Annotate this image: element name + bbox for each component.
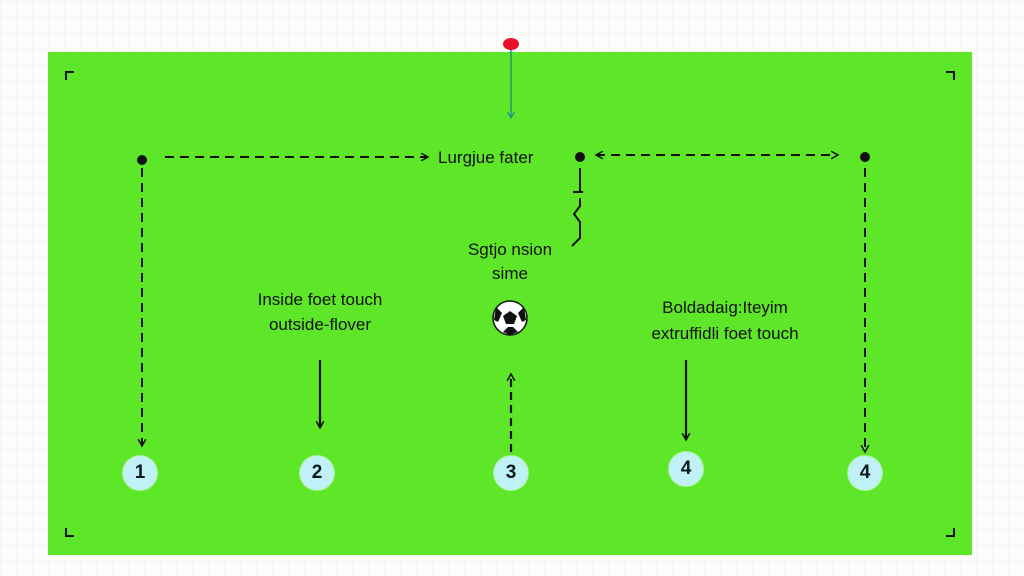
top-marker (503, 38, 519, 50)
label-center-2: sime (492, 264, 528, 283)
cone-right (860, 152, 870, 162)
cone-left (137, 155, 147, 165)
label-top: Lurgjue fater (438, 148, 534, 167)
station-badge-1: 1 (123, 456, 157, 490)
label-center-1: Sgtjo nsion (467, 240, 553, 259)
corner-bracket-br (946, 528, 955, 537)
label-left-2: outside-flover (268, 315, 372, 334)
station-badge-4a: 4 (669, 452, 703, 486)
label-left-1: Inside foet touch (257, 290, 383, 309)
station-badge-3: 3 (494, 456, 528, 490)
corner-bracket-bl (65, 528, 74, 537)
cone-center (575, 152, 585, 162)
station-badge-2: 2 (300, 456, 334, 490)
station-badge-4b: 4 (848, 456, 882, 490)
label-right-1: Boldadaig:Iteyim (662, 298, 788, 317)
soccer-ball-icon (492, 300, 528, 336)
center-squiggle (571, 168, 583, 247)
corner-bracket-tl (65, 71, 74, 80)
corner-bracket-tr (946, 71, 955, 80)
label-right-2: extruffidli foet touch (651, 324, 799, 343)
